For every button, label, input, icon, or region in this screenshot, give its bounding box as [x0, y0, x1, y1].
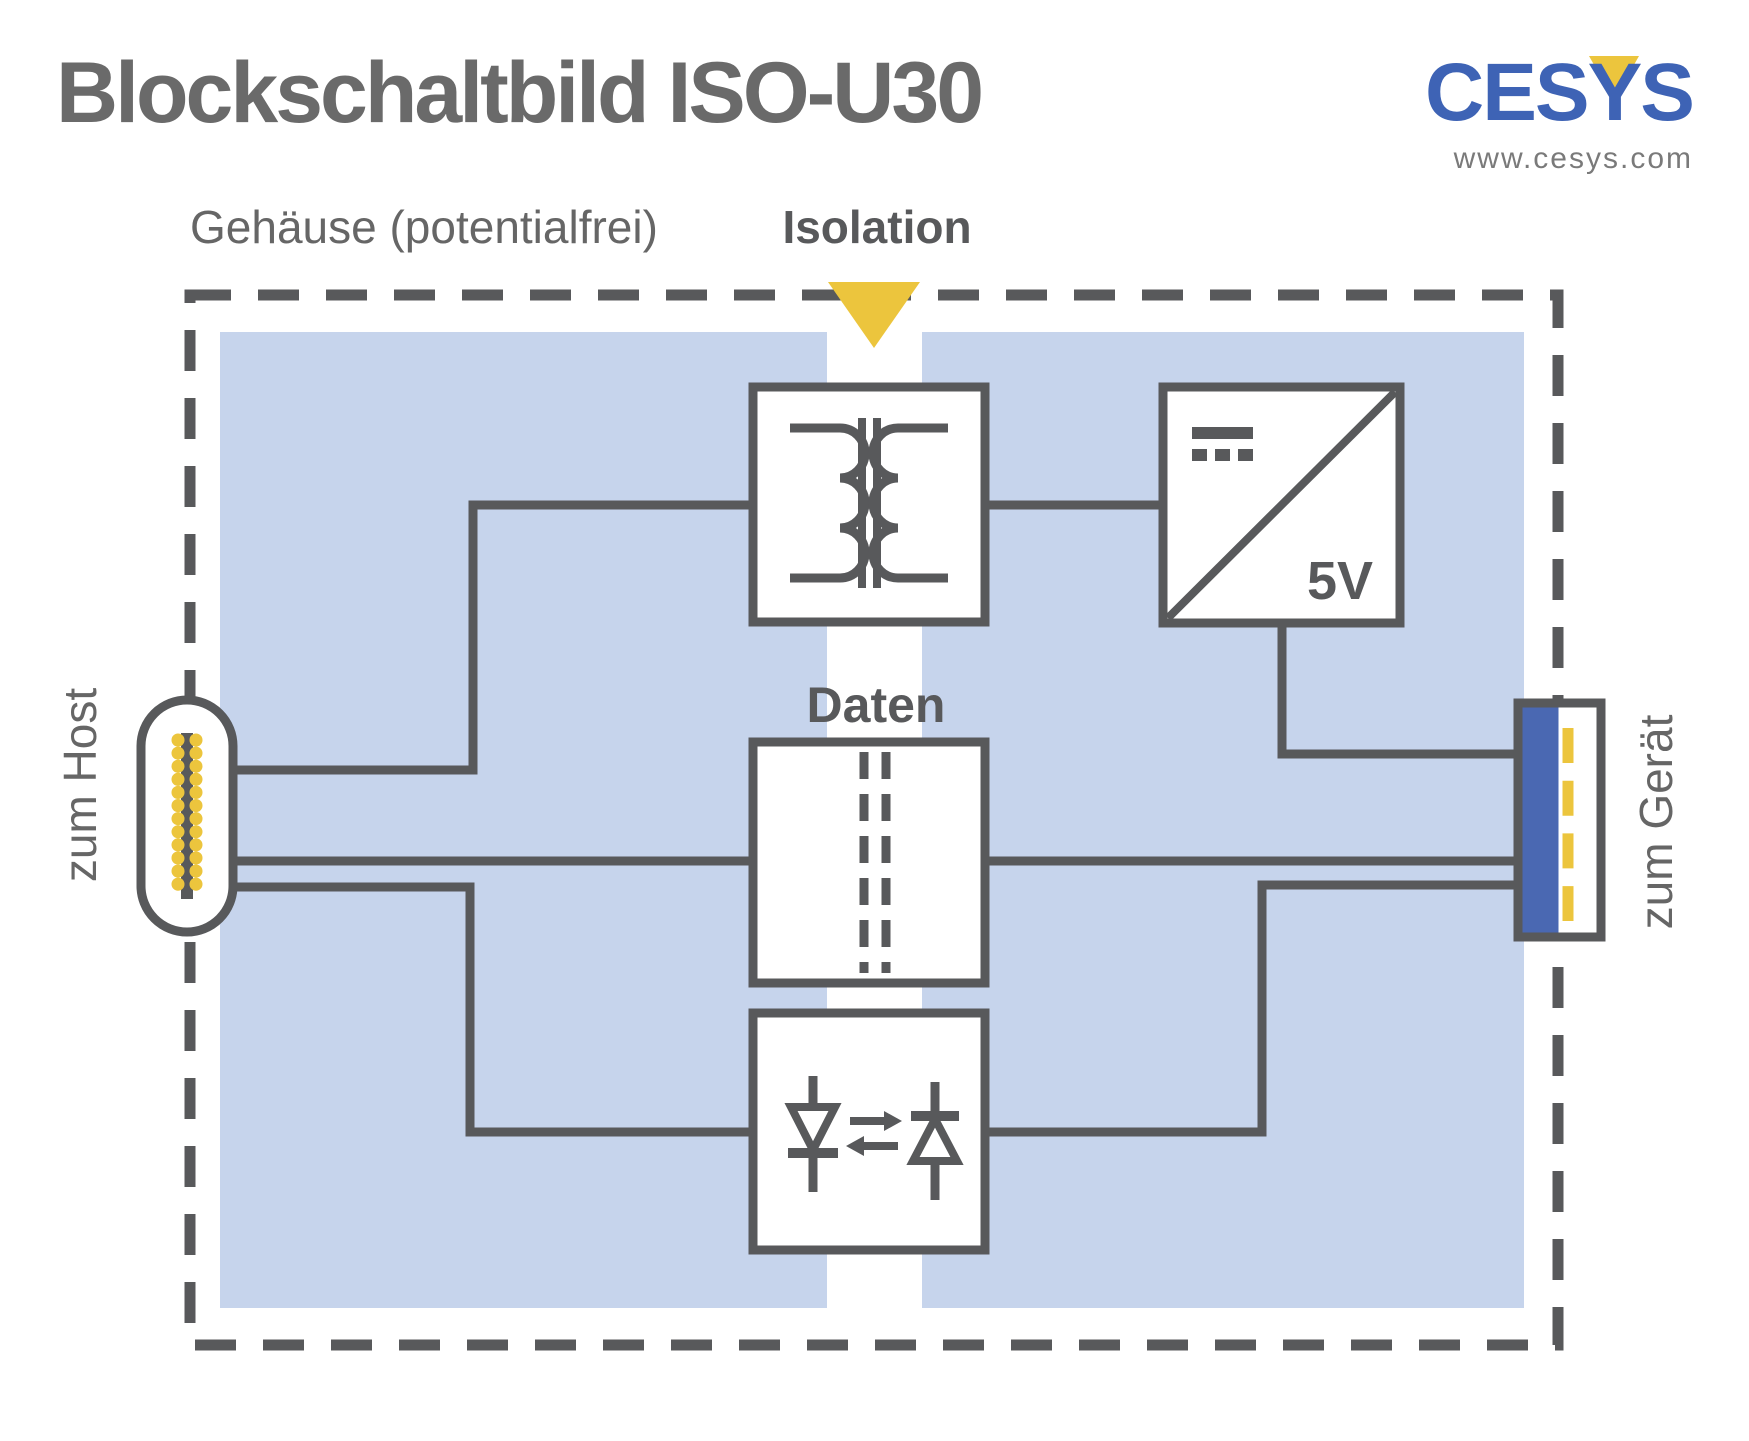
transformer-block	[748, 382, 990, 627]
digital-isolator-dashes-icon	[859, 752, 891, 973]
device-side-label: zum Gerät	[1630, 714, 1682, 930]
left-potential-panel	[220, 332, 827, 1308]
device-header-connector-icon	[1513, 698, 1606, 942]
logo-url-text: www.cesys.com	[1453, 142, 1693, 175]
host-side-label: zum Host	[54, 687, 106, 883]
cesys-logo-text: CESYS	[1425, 47, 1695, 138]
cesys-logo-wordmark: CESYS	[1425, 52, 1695, 134]
device-connector-housing	[1522, 707, 1559, 933]
optocoupler-block	[748, 1008, 990, 1255]
transformer-coils-icon	[790, 418, 948, 588]
isolation-label: Isolation	[782, 201, 972, 253]
logo-yellow-triangle-icon	[1589, 56, 1639, 100]
page-title: Blockschaltbild ISO-U30	[56, 45, 984, 141]
dcdc-converter-block: 5V	[1158, 382, 1405, 628]
wire-optocoupler-to-device	[985, 880, 1520, 1137]
data-label: Daten	[806, 677, 946, 733]
host-header-connector-icon	[136, 695, 238, 937]
dc-dc-converter-icon	[1165, 389, 1398, 621]
enclosure-label: Gehäuse (potentialfrei)	[190, 201, 658, 253]
cesys-logo: CESYS www.cesys.com	[1425, 52, 1695, 176]
voltage-label: 5V	[1307, 551, 1373, 611]
wire-host-to-transformer	[233, 500, 757, 775]
optocoupler-box	[748, 1008, 990, 1255]
yellow-triangle-down-icon	[828, 282, 920, 348]
data-isolator-box	[748, 737, 990, 988]
wire-host-to-optocoupler	[233, 882, 757, 1137]
wire-dcdc-to-device	[1277, 620, 1520, 759]
data-isolator-block	[748, 737, 990, 988]
optocoupler-diodes-icon	[784, 1076, 964, 1200]
